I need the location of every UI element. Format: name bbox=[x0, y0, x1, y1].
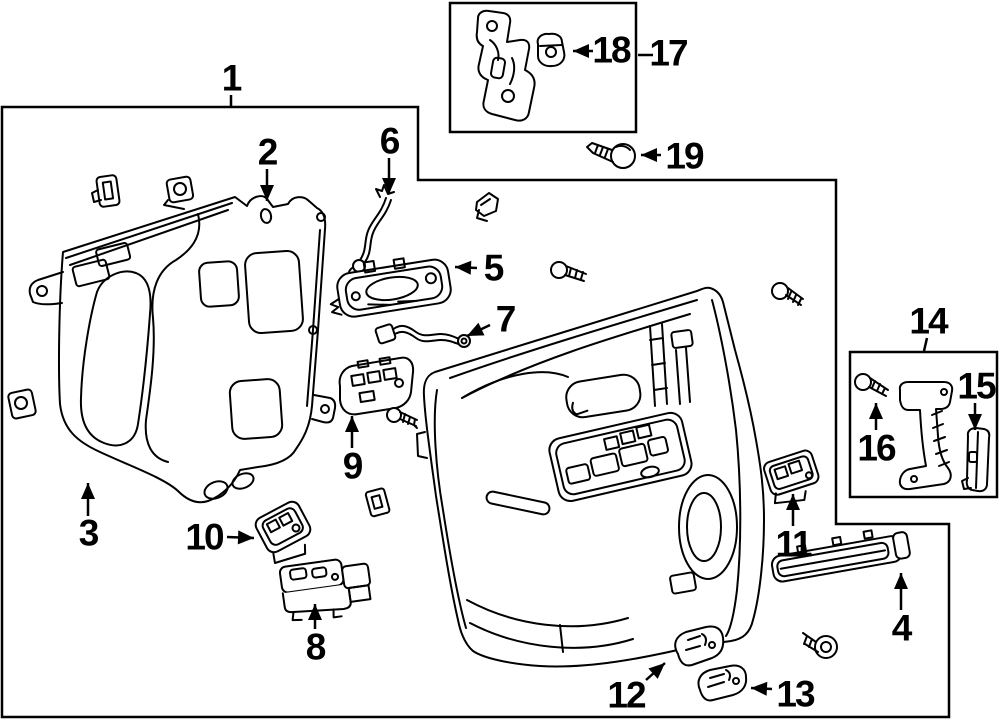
screw-19-drawing bbox=[586, 142, 636, 169]
callout-label-16: 16 bbox=[857, 428, 896, 469]
callout-label-3: 3 bbox=[79, 513, 99, 554]
bracket-14-drawing bbox=[854, 373, 991, 493]
retainer-detail-box bbox=[848, 350, 999, 499]
callout-arrowhead-15 bbox=[968, 414, 982, 430]
lock-switch-bezel-drawing bbox=[763, 449, 820, 505]
callout-label-1: 1 bbox=[222, 58, 242, 99]
callout-arrowhead-13 bbox=[751, 681, 768, 696]
callout-label-5: 5 bbox=[484, 248, 504, 289]
callout-arrowhead-12 bbox=[648, 663, 665, 679]
callout-label-17: 17 bbox=[649, 33, 687, 74]
callout-arrowhead-16 bbox=[869, 403, 883, 419]
inner-panel-drawing bbox=[28, 195, 337, 504]
callout-arrowhead-19 bbox=[641, 148, 657, 162]
callout-arrowhead-3 bbox=[81, 483, 95, 499]
door-molding-drawing bbox=[770, 529, 911, 583]
callout-arrowhead-10 bbox=[237, 530, 254, 545]
callout-label-18: 18 bbox=[592, 30, 631, 71]
screw-icons bbox=[550, 261, 838, 659]
callout-label-12: 12 bbox=[607, 675, 646, 716]
bracket-17-drawing bbox=[475, 9, 566, 122]
trim-clip-13-drawing bbox=[697, 664, 748, 702]
callout-label-15: 15 bbox=[957, 366, 996, 407]
callout-label-19: 19 bbox=[665, 136, 704, 177]
callout-leader-14 bbox=[922, 337, 929, 352]
bracket-detail-box bbox=[448, 1, 638, 134]
callout-arrowhead-7 bbox=[467, 322, 485, 336]
callout-label-11: 11 bbox=[775, 524, 812, 565]
retainer-clip-icons bbox=[7, 174, 499, 518]
callout-label-9: 9 bbox=[343, 446, 363, 487]
callout-label-10: 10 bbox=[185, 517, 224, 558]
callout-label-7: 7 bbox=[496, 299, 515, 340]
assembly-border bbox=[0, 105, 951, 719]
release-cable-drawing bbox=[374, 323, 471, 348]
callout-arrowhead-2 bbox=[260, 185, 274, 201]
callout-arrowhead-5 bbox=[455, 260, 472, 275]
callout-label-13: 13 bbox=[776, 674, 815, 715]
window-switch-drawing bbox=[278, 558, 372, 622]
callout-arrowhead-8 bbox=[308, 604, 322, 620]
callout-label-4: 4 bbox=[892, 608, 913, 649]
switch-bezel-drawing bbox=[254, 500, 312, 564]
inside-handle-drawing bbox=[329, 257, 452, 318]
lock-rod-drawing bbox=[347, 184, 395, 280]
trim-clip-12-drawing bbox=[674, 625, 725, 667]
callout-label-14: 14 bbox=[909, 301, 949, 342]
door-trim-panel-drawing bbox=[416, 286, 765, 668]
callout-label-6: 6 bbox=[380, 121, 400, 162]
callout-arrowhead-4 bbox=[894, 573, 908, 589]
switch-mount-drawing bbox=[338, 356, 418, 429]
callout-arrowhead-6 bbox=[382, 178, 396, 194]
callout-arrowhead-18 bbox=[573, 44, 589, 58]
callout-label-2: 2 bbox=[258, 132, 278, 173]
callout-label-8: 8 bbox=[306, 627, 326, 668]
callout-arrowhead-9 bbox=[345, 416, 359, 432]
callout-arrowhead-11 bbox=[786, 494, 800, 510]
